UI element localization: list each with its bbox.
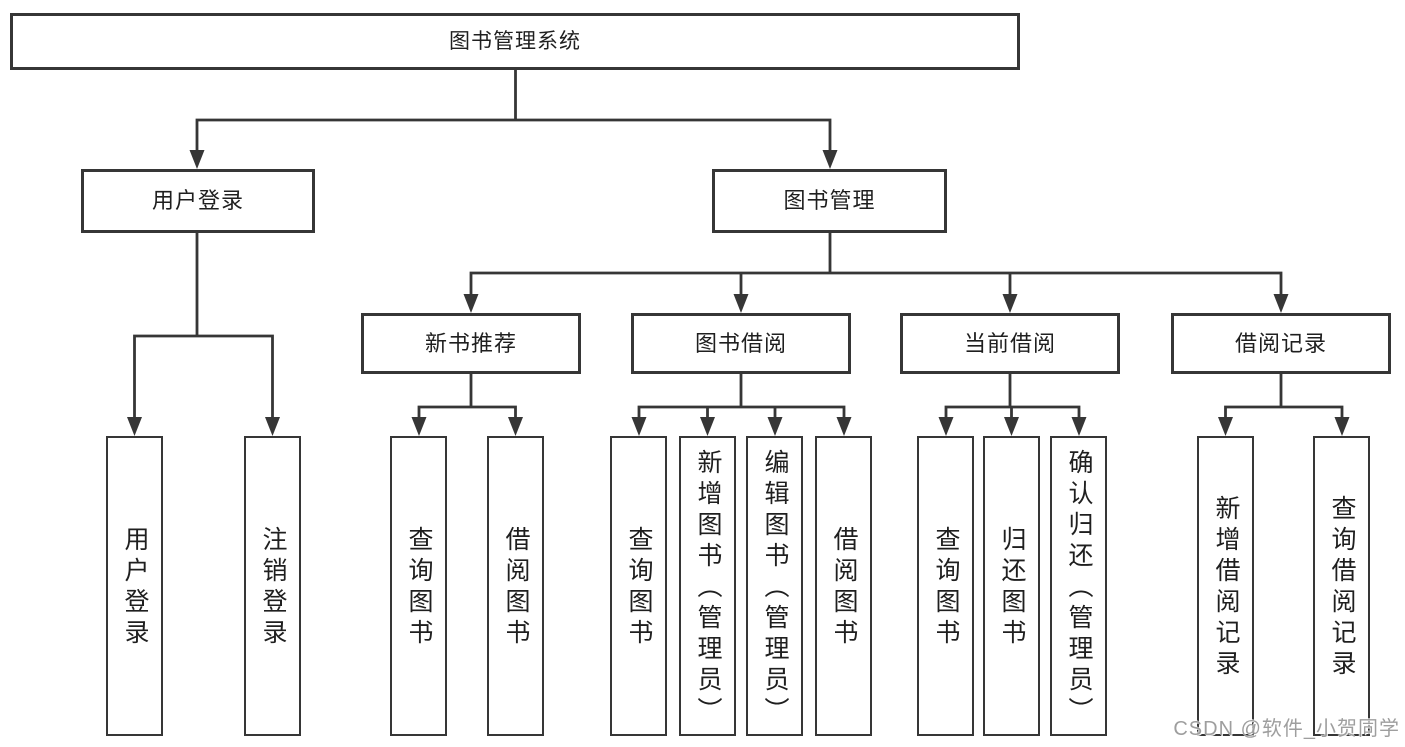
node-borrow-record: 借阅记录 [1171, 313, 1391, 374]
leaf-user-login: 用户登录 [106, 436, 163, 736]
csdn-watermark: CSDN @软件_小贺同学 [1173, 718, 1400, 740]
leaf-newbook-query-books: 查询图书 [390, 436, 447, 736]
leaf-newbook-borrow-books: 借阅图书 [487, 436, 544, 736]
node-book-borrow: 图书借阅 [631, 313, 851, 374]
connector-current-borrow-children [938, 374, 1087, 436]
node-user-login: 用户登录 [81, 169, 315, 233]
node-root-system: 图书管理系统 [10, 13, 1020, 70]
leaf-borrow-query-books: 查询图书 [610, 436, 667, 736]
connector-book-mgmt-children [463, 233, 1289, 313]
connector-user-login-children [127, 233, 280, 436]
connector-root-to-level2 [189, 70, 838, 169]
node-book-management: 图书管理 [712, 169, 947, 233]
leaf-record-add: 新增借阅记录 [1197, 436, 1254, 736]
connector-borrow-record-children [1218, 374, 1350, 436]
leaf-borrow-edit-books-admin: 编辑图书（管理员） [746, 436, 803, 736]
leaf-current-confirm-return-admin: 确认归还（管理员） [1050, 436, 1107, 736]
leaf-current-query-books: 查询图书 [917, 436, 974, 736]
leaf-borrow-add-books-admin: 新增图书（管理员） [679, 436, 736, 736]
leaf-record-query: 查询借阅记录 [1313, 436, 1370, 736]
leaf-borrow-borrow-books: 借阅图书 [815, 436, 872, 736]
connector-book-borrow-children [631, 374, 852, 436]
node-new-book-recommend: 新书推荐 [361, 313, 581, 374]
node-current-borrow: 当前借阅 [900, 313, 1120, 374]
connector-new-book-children [411, 374, 523, 436]
leaf-current-return-books: 归还图书 [983, 436, 1040, 736]
leaf-logout: 注销登录 [244, 436, 301, 736]
